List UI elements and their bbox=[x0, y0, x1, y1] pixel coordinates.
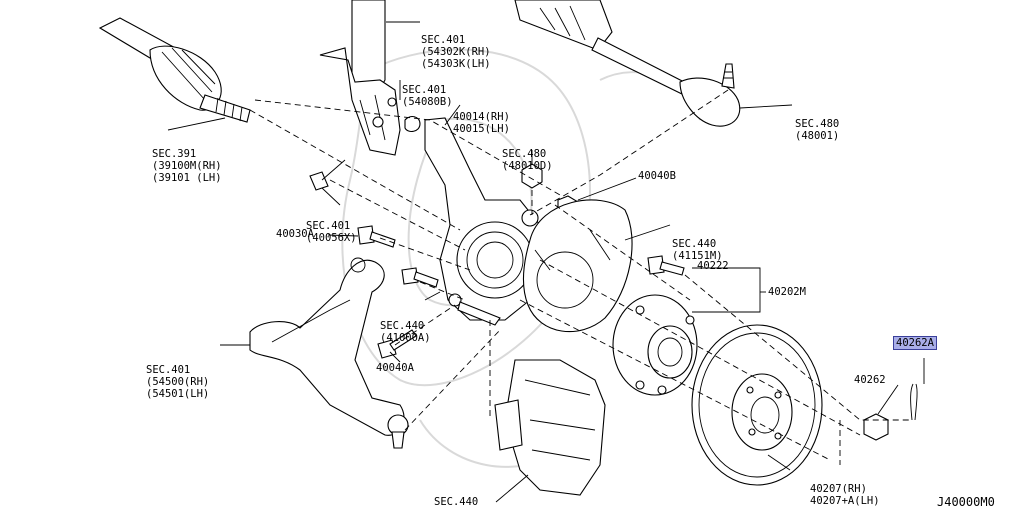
label-sec401-54080b: SEC.401(54080B) bbox=[402, 84, 453, 108]
label-sec480-48010d: SEC.480(48010D) bbox=[502, 148, 553, 172]
leader-lines bbox=[167, 21, 925, 503]
strut-bracket bbox=[319, 0, 421, 156]
brake-rotor bbox=[691, 324, 823, 486]
label-40040b: 40040B bbox=[638, 170, 676, 182]
label-40030a: 40030A bbox=[276, 228, 314, 240]
backing-plate bbox=[523, 199, 633, 333]
brake-caliper bbox=[494, 359, 606, 496]
label-sec401-40056x: SEC.401(40056X) bbox=[306, 220, 357, 244]
lower-control-arm bbox=[249, 257, 409, 449]
label-40040a: 40040A bbox=[376, 362, 414, 374]
label-sec440-41000a: SEC.440(41000A) bbox=[380, 320, 431, 344]
diagram-code: J40000M0 bbox=[937, 495, 995, 509]
label-rotor: 40207(RH)40207+A(LH) bbox=[810, 483, 880, 507]
label-40202m: 40202M bbox=[768, 286, 806, 298]
hub-bearing bbox=[612, 294, 698, 396]
label-sec440-41151m: SEC.440(41151M) bbox=[672, 238, 723, 262]
label-sec480-48001: SEC.480(48001) bbox=[795, 118, 840, 142]
label-sec440-caliper: SEC.440 bbox=[434, 496, 479, 508]
assembly-lines bbox=[249, 89, 912, 465]
label-sec391: SEC.391(39100M(RH)(39101 (LH) bbox=[152, 148, 222, 184]
label-40262: 40262 bbox=[854, 374, 886, 386]
steering-knuckle bbox=[424, 117, 541, 326]
drive-shaft bbox=[98, 17, 251, 123]
label-sec401-strut: SEC.401(54302K(RH)(54303K(LH) bbox=[421, 34, 491, 70]
tie-rod bbox=[514, 0, 741, 127]
label-knuckle: 40014(RH)40015(LH) bbox=[453, 111, 510, 135]
label-40262a-highlight[interactable]: 40262A bbox=[893, 336, 937, 350]
label-sec401-lower-arm: SEC.401(54500(RH)(54501(LH) bbox=[146, 364, 210, 400]
label-40222: 40222 bbox=[697, 260, 729, 272]
